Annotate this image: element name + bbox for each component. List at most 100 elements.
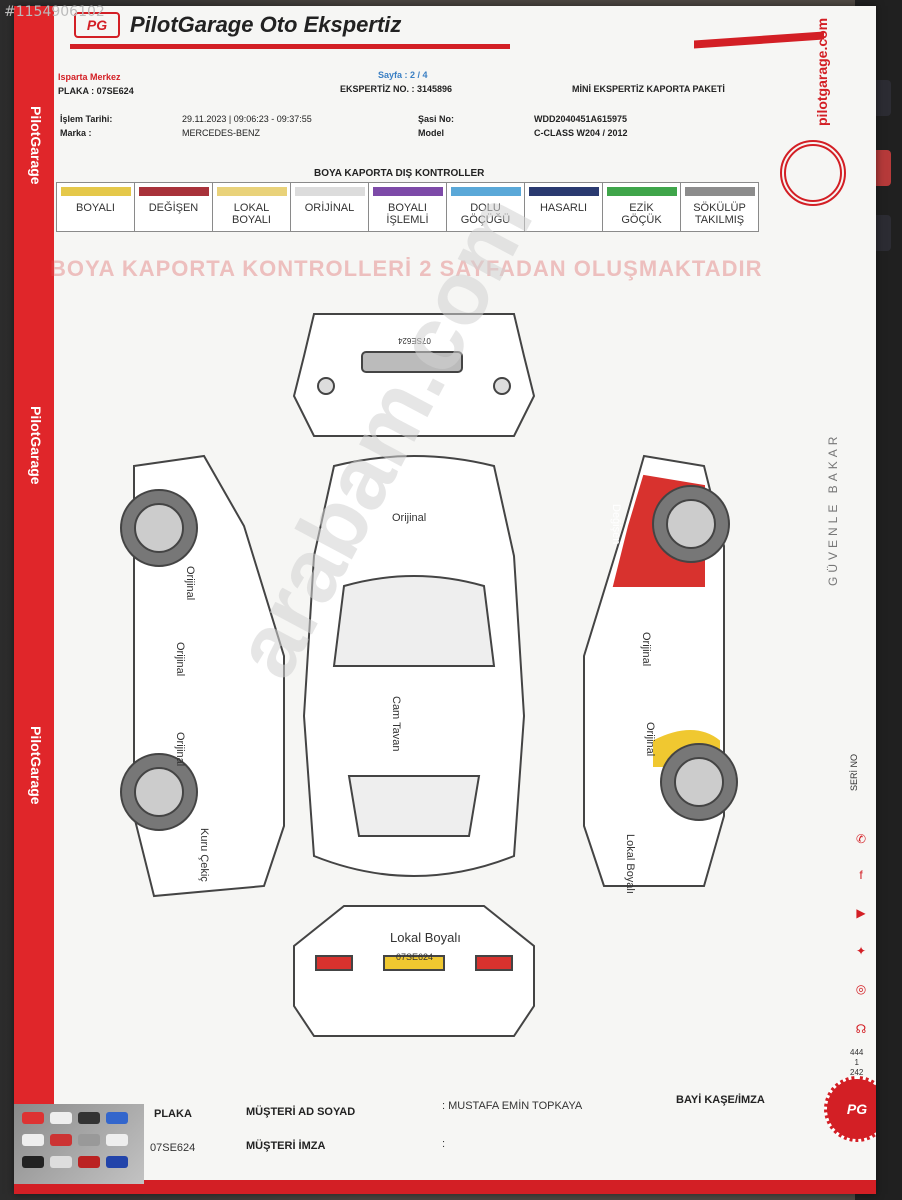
sidebar-brand-text: PilotGarage bbox=[28, 106, 44, 185]
legend-swatch bbox=[606, 187, 677, 196]
label-rear-trunk: Lokal Boyalı bbox=[390, 930, 461, 945]
label-right-fender: Değişen bbox=[610, 504, 622, 545]
header-accent bbox=[694, 31, 824, 49]
legend-swatch bbox=[216, 187, 287, 196]
footer-bar bbox=[14, 1180, 876, 1194]
wheel-icon bbox=[674, 757, 724, 807]
expertise-number: EKSPERTİZ NO. : 3145896 bbox=[340, 84, 453, 94]
company-header: PG PilotGarage Oto Ekspertiz bbox=[74, 12, 401, 38]
label-right-front-door: Orijinal bbox=[640, 632, 652, 667]
label-right-rear: Lokal Boyalı bbox=[624, 834, 636, 894]
legend-swatch bbox=[138, 187, 209, 196]
label-glass-roof: Cam Tavan bbox=[390, 696, 402, 752]
legend-swatch bbox=[450, 187, 521, 196]
brand-label: Marka : bbox=[60, 128, 92, 138]
brand-value: MERCEDES-BENZ bbox=[182, 128, 261, 138]
footer-signature-label: MÜŞTERİ İMZA bbox=[246, 1140, 326, 1152]
process-date-value: 29.11.2023 | 09:06:23 - 09:37:55 bbox=[182, 114, 312, 124]
legend-item: ORİJİNAL bbox=[290, 182, 369, 232]
footer-plate-value: 07SE624 bbox=[150, 1142, 196, 1154]
phone-number: 444 1 242 bbox=[850, 1048, 864, 1077]
footer-signature-value: : bbox=[442, 1138, 446, 1150]
image-id: #1154906102 bbox=[4, 4, 105, 20]
left-brand-bar: PilotGarage PilotGarage PilotGarage bbox=[14, 6, 54, 1194]
rear-window bbox=[347, 775, 481, 837]
process-date-label: İşlem Tarihi: bbox=[60, 114, 113, 124]
car-body-diagram bbox=[120, 313, 738, 1037]
chassis-value: WDD2040451A615975 bbox=[534, 114, 628, 124]
thumbnail-image bbox=[14, 1104, 144, 1184]
legend-label: BOYALI bbox=[76, 202, 115, 214]
sidebar-brand-text: PilotGarage bbox=[28, 406, 44, 485]
legend-item: BOYALI İŞLEMLİ bbox=[368, 182, 447, 232]
wheel-icon bbox=[134, 767, 184, 817]
wheel-icon bbox=[666, 499, 716, 549]
package-name: MİNİ EKSPERTİZ KAPORTA PAKETİ bbox=[572, 84, 725, 94]
label-rear-plate: 07SE624 bbox=[396, 952, 434, 962]
label-roof: Orijinal bbox=[392, 512, 427, 524]
legend-item: LOKAL BOYALI bbox=[212, 182, 291, 232]
youtube-icon: ▶ bbox=[856, 906, 866, 920]
rear-plate bbox=[383, 955, 445, 971]
pg-logo-icon: PG bbox=[74, 12, 120, 38]
label-left-rear: Kuru Çekiç bbox=[198, 828, 210, 882]
legend-label: DEĞİŞEN bbox=[148, 202, 199, 214]
model-value: C-CLASS W204 / 2012 bbox=[534, 128, 628, 138]
pg-seal-icon bbox=[780, 140, 846, 206]
model-label: Model bbox=[418, 128, 444, 138]
whatsapp-icon: ✆ bbox=[855, 832, 867, 846]
legend-label: EZİK GÖÇÜK bbox=[621, 202, 662, 226]
front-wheel-icon bbox=[493, 377, 511, 395]
wheel-icon bbox=[134, 503, 184, 553]
info-banner: BOYA KAPORTA KONTROLLERİ 2 SAYFADAN OLUŞ… bbox=[50, 256, 763, 281]
sidebar-brand-text: PilotGarage bbox=[28, 726, 44, 805]
rear-tail-light bbox=[475, 955, 513, 971]
legend-item: HASARLI bbox=[524, 182, 603, 232]
front-grille bbox=[361, 351, 463, 373]
legend-item: SÖKÜLÜP TAKILMIŞ bbox=[680, 182, 759, 232]
company-name: PilotGarage Oto Ekspertiz bbox=[130, 12, 402, 37]
headset-icon: ☊ bbox=[855, 1022, 867, 1036]
legend-item: EZİK GÖÇÜK bbox=[602, 182, 681, 232]
footer-plate-label: PLAKA bbox=[154, 1108, 192, 1120]
label-right-rear-door: Orijinal bbox=[644, 722, 656, 757]
front-wheel-icon bbox=[317, 377, 335, 395]
branch-name: Isparta Merkez bbox=[58, 72, 121, 82]
footer-customer-label: MÜŞTERİ AD SOYAD bbox=[246, 1106, 356, 1118]
legend-item: BOYALI bbox=[56, 182, 135, 232]
footer-dealer-label: BAYİ KAŞE/İMZA bbox=[676, 1094, 765, 1106]
plate-header: PLAKA : 07SE624 bbox=[58, 86, 134, 96]
page-number: Sayfa : 2 / 4 bbox=[378, 70, 428, 80]
company-stamp-icon: PG bbox=[824, 1076, 876, 1142]
label-left-rear-door: Orijinal bbox=[174, 732, 186, 767]
footer-customer-value: : MUSTAFA EMİN TOPKAYA bbox=[442, 1100, 583, 1112]
section-title: BOYA KAPORTA DIŞ KONTROLLER bbox=[314, 168, 485, 179]
legend-swatch bbox=[294, 187, 365, 196]
label-left-fender: Orijinal bbox=[184, 566, 196, 601]
chassis-label: Şasi No: bbox=[418, 114, 455, 124]
legend-swatch bbox=[372, 187, 443, 196]
label-left-front-door: Orijinal bbox=[174, 642, 186, 677]
expertise-report-page: PilotGarage PilotGarage PilotGarage PG P… bbox=[14, 6, 876, 1194]
windshield bbox=[332, 575, 496, 667]
header-underline bbox=[70, 44, 510, 49]
legend-label: DOLU GÖÇÜĞÜ bbox=[460, 202, 511, 226]
legend-swatch bbox=[60, 187, 131, 196]
slogan-text: GÜVENLE BAKAR bbox=[826, 432, 840, 586]
instagram-icon: ◎ bbox=[855, 982, 867, 996]
legend-label: SÖKÜLÜP TAKILMIŞ bbox=[693, 202, 746, 226]
paint-legend: BOYALI DEĞİŞEN LOKAL BOYALI ORİJİNAL BOY… bbox=[56, 182, 759, 232]
legend-label: BOYALI İŞLEMLİ bbox=[386, 202, 429, 226]
twitter-icon: ✦ bbox=[855, 944, 867, 958]
serial-label: SERİ NO bbox=[849, 753, 859, 791]
legend-label: LOKAL BOYALI bbox=[232, 202, 271, 226]
website-url: pilotgarage.com bbox=[814, 17, 830, 126]
legend-swatch bbox=[528, 187, 599, 196]
legend-item: DOLU GÖÇÜĞÜ bbox=[446, 182, 525, 232]
car-front-view bbox=[292, 313, 536, 437]
facebook-icon: f bbox=[859, 868, 863, 882]
rear-tail-light bbox=[315, 955, 353, 971]
legend-swatch bbox=[684, 187, 755, 196]
legend-item: DEĞİŞEN bbox=[134, 182, 213, 232]
legend-label: ORİJİNAL bbox=[304, 202, 355, 214]
